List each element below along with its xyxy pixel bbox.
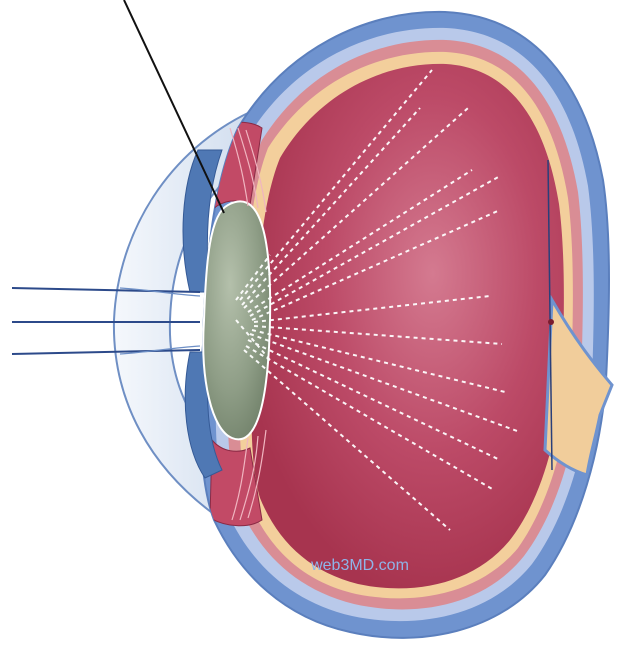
vitreous-body xyxy=(252,64,564,588)
watermark-label: web3MD.com xyxy=(310,557,409,574)
focal-point xyxy=(548,319,554,325)
